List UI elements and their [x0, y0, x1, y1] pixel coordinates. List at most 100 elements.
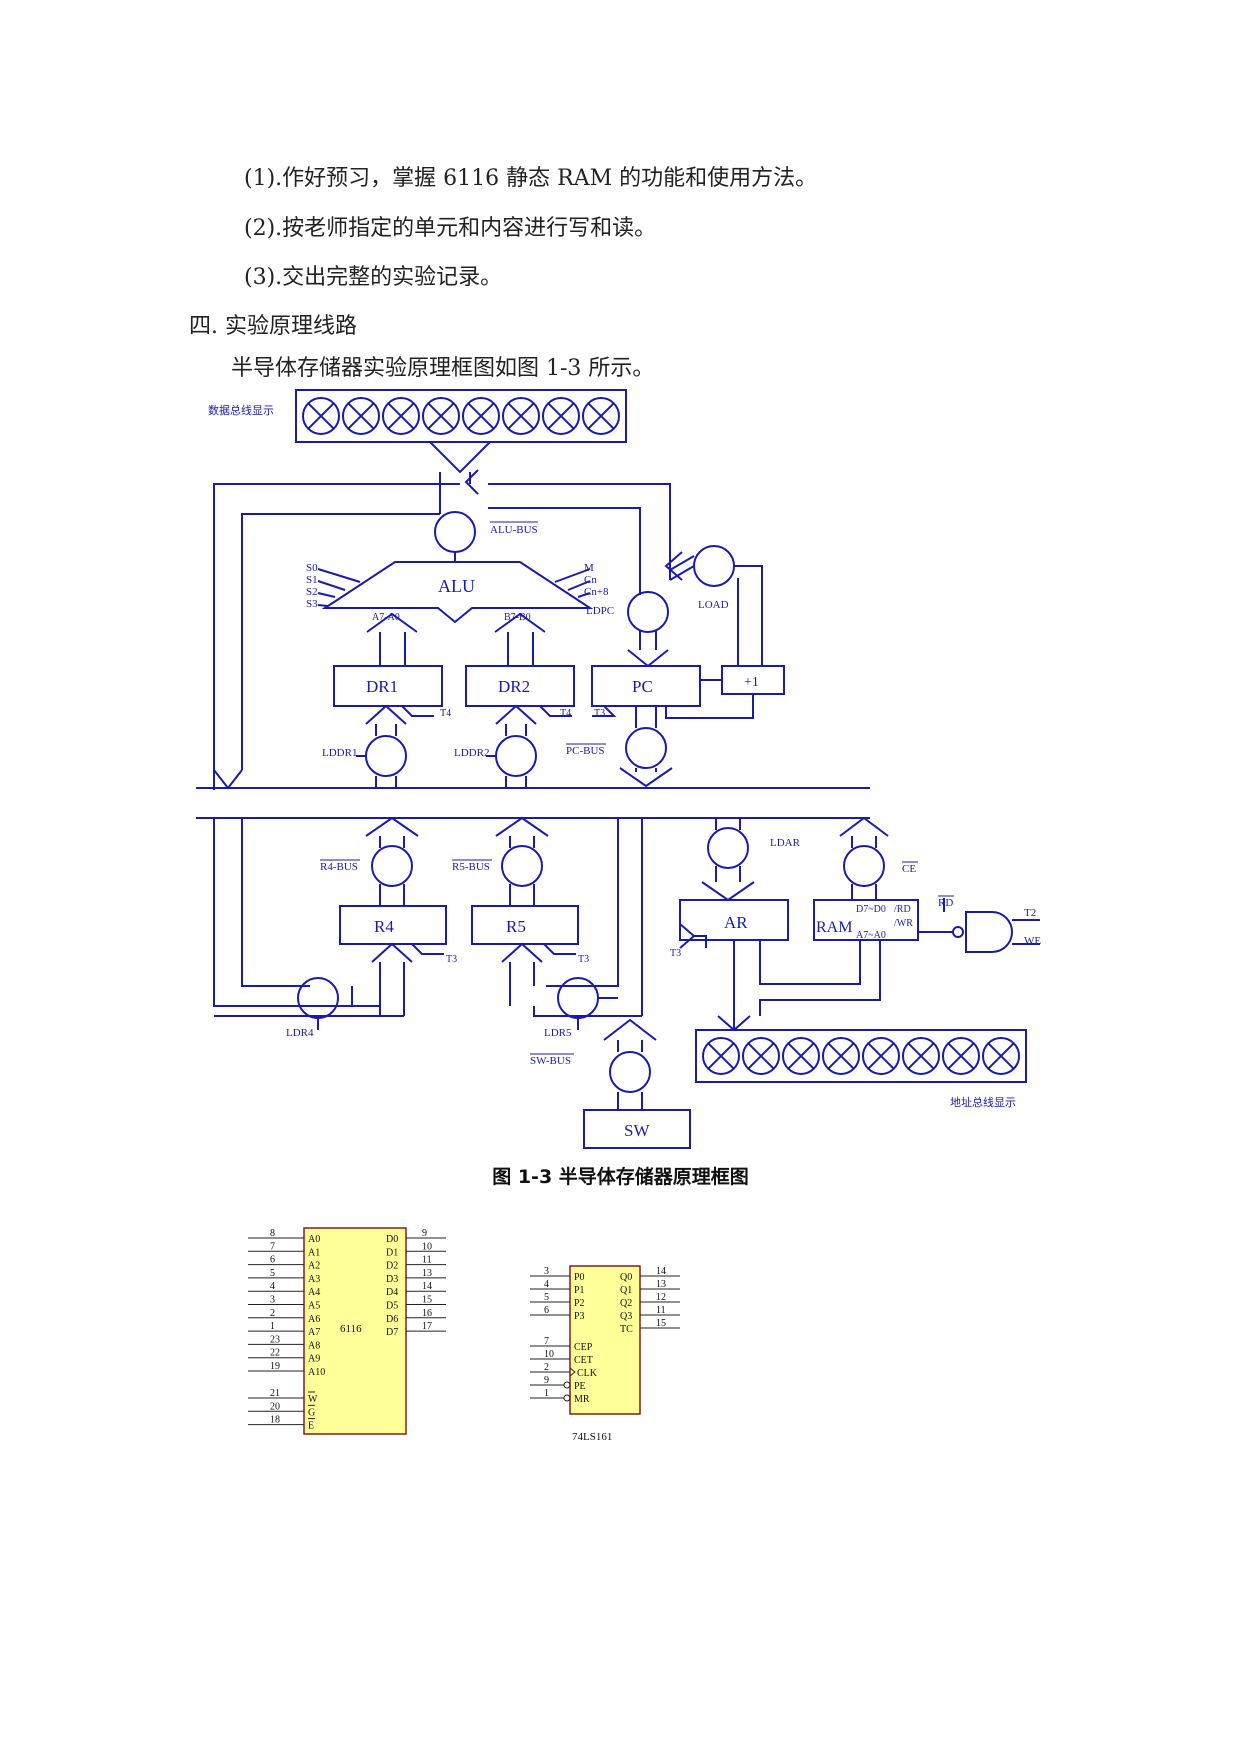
t4-dr2-label: T4 — [560, 708, 571, 719]
ar-label: AR — [724, 913, 748, 932]
lamp-icon — [782, 1037, 820, 1075]
t4-dr1-label: T4 — [440, 708, 451, 719]
s0-label: S0 — [306, 562, 318, 574]
svg-text:3: 3 — [544, 1266, 549, 1277]
svg-text:D6: D6 — [386, 1314, 398, 1325]
svg-text:P2: P2 — [574, 1298, 585, 1309]
svg-text:D7: D7 — [386, 1327, 398, 1338]
lamp-icon — [302, 397, 340, 435]
alu-label: ALU — [438, 576, 475, 596]
svg-text:6: 6 — [544, 1305, 549, 1316]
alu-bus-label: ALU-BUS — [490, 524, 538, 536]
address-bus-display-label: 地址总线显示 — [950, 1095, 1016, 1109]
chip-pin: 5A3 — [248, 1268, 320, 1285]
plus1-label: +1 — [744, 675, 759, 690]
svg-text:MR: MR — [574, 1394, 590, 1405]
chip-pin: 9D0 — [386, 1228, 446, 1245]
svg-text:5: 5 — [544, 1292, 549, 1303]
svg-text:A8: A8 — [308, 1340, 320, 1351]
ldr4-label: LDR4 — [286, 1027, 314, 1039]
svg-text:A9: A9 — [308, 1354, 320, 1365]
pc-label: PC — [632, 677, 653, 696]
svg-text:20: 20 — [270, 1401, 280, 1412]
svg-text:23: 23 — [270, 1334, 280, 1345]
chip-74ls161 — [569, 1265, 641, 1415]
chip-6116-name: 6116 — [340, 1323, 362, 1335]
svg-text:A5: A5 — [308, 1301, 320, 1312]
svg-text:11: 11 — [422, 1255, 432, 1266]
svg-text:E: E — [308, 1421, 314, 1432]
data-bus-lamps — [302, 397, 620, 435]
ldar-label: LDAR — [770, 837, 801, 849]
lamp-icon — [902, 1037, 940, 1075]
svg-text:D5: D5 — [386, 1301, 398, 1312]
svg-text:1: 1 — [544, 1388, 549, 1399]
lamp-icon — [422, 397, 460, 435]
r5-bus-label: R5-BUS — [452, 861, 490, 873]
lamp-icon — [942, 1037, 980, 1075]
svg-text:D4: D4 — [386, 1287, 398, 1298]
svg-text:CLK: CLK — [577, 1368, 598, 1379]
b7b0-label: B7-B0 — [504, 612, 531, 623]
svg-text:13: 13 — [656, 1279, 666, 1290]
t3-r5-label: T3 — [578, 954, 589, 965]
ldr5-label: LDR5 — [544, 1027, 572, 1039]
sw-bus-label: SW-BUS — [530, 1055, 571, 1067]
svg-text:2: 2 — [544, 1362, 549, 1373]
svg-text:1: 1 — [270, 1321, 275, 1332]
address-bus-lamps — [702, 1037, 1020, 1075]
svg-text:13: 13 — [422, 1268, 432, 1279]
m-label: M — [584, 562, 594, 574]
intro-paragraph: 半导体存储器实验原理框图如图 1-3 所示。 — [231, 356, 655, 381]
lamp-icon — [982, 1037, 1020, 1075]
svg-text:14: 14 — [656, 1266, 666, 1277]
s3-label: S3 — [306, 598, 318, 610]
data-bus-display-label: 数据总线显示 — [208, 403, 274, 417]
r4-label: R4 — [374, 917, 394, 936]
list-item-2: (2).按老师指定的单元和内容进行写和读。 — [244, 216, 657, 241]
lamp-icon — [862, 1037, 900, 1075]
chip-pin: 1MR — [530, 1388, 590, 1405]
chip-pin: 3P0 — [530, 1266, 585, 1283]
chip-pin: 6A2 — [248, 1255, 320, 1272]
svg-text:12: 12 — [656, 1292, 666, 1303]
svg-text:Q2: Q2 — [620, 1298, 632, 1309]
svg-text:4: 4 — [544, 1279, 549, 1290]
svg-text:A0: A0 — [308, 1234, 320, 1245]
svg-text:D1: D1 — [386, 1247, 398, 1258]
t3-pc-label: T3 — [594, 708, 605, 719]
lamp-icon — [342, 397, 380, 435]
chip-pin: 20G — [248, 1401, 315, 1418]
load-label: LOAD — [698, 599, 729, 611]
svg-text:2: 2 — [270, 1308, 275, 1319]
svg-text:TC: TC — [620, 1324, 633, 1335]
svg-text:A7: A7 — [308, 1327, 320, 1338]
svg-text:4: 4 — [270, 1281, 275, 1292]
a7a0-ram-label: A7~A0 — [856, 930, 886, 941]
svg-text:3: 3 — [270, 1295, 275, 1306]
svg-text:G: G — [308, 1407, 315, 1418]
svg-text:15: 15 — [656, 1318, 666, 1329]
svg-text:9: 9 — [422, 1228, 427, 1239]
svg-text:22: 22 — [270, 1348, 280, 1359]
ram-label: RAM — [816, 919, 852, 936]
svg-text:Q0: Q0 — [620, 1272, 632, 1283]
rd-pin-label: /RD — [894, 904, 911, 915]
lamp-icon — [582, 397, 620, 435]
lamp-icon — [822, 1037, 860, 1075]
svg-text:11: 11 — [656, 1305, 666, 1316]
figure-caption: 图 1-3 半导体存储器原理框图 — [492, 1166, 749, 1188]
svg-text:P1: P1 — [574, 1285, 585, 1296]
svg-text:P0: P0 — [574, 1272, 585, 1283]
svg-text:17: 17 — [422, 1321, 432, 1332]
svg-text:A1: A1 — [308, 1247, 320, 1258]
chip-pin: 21W — [248, 1388, 318, 1405]
a7a0-label: A7-A0 — [372, 612, 400, 623]
